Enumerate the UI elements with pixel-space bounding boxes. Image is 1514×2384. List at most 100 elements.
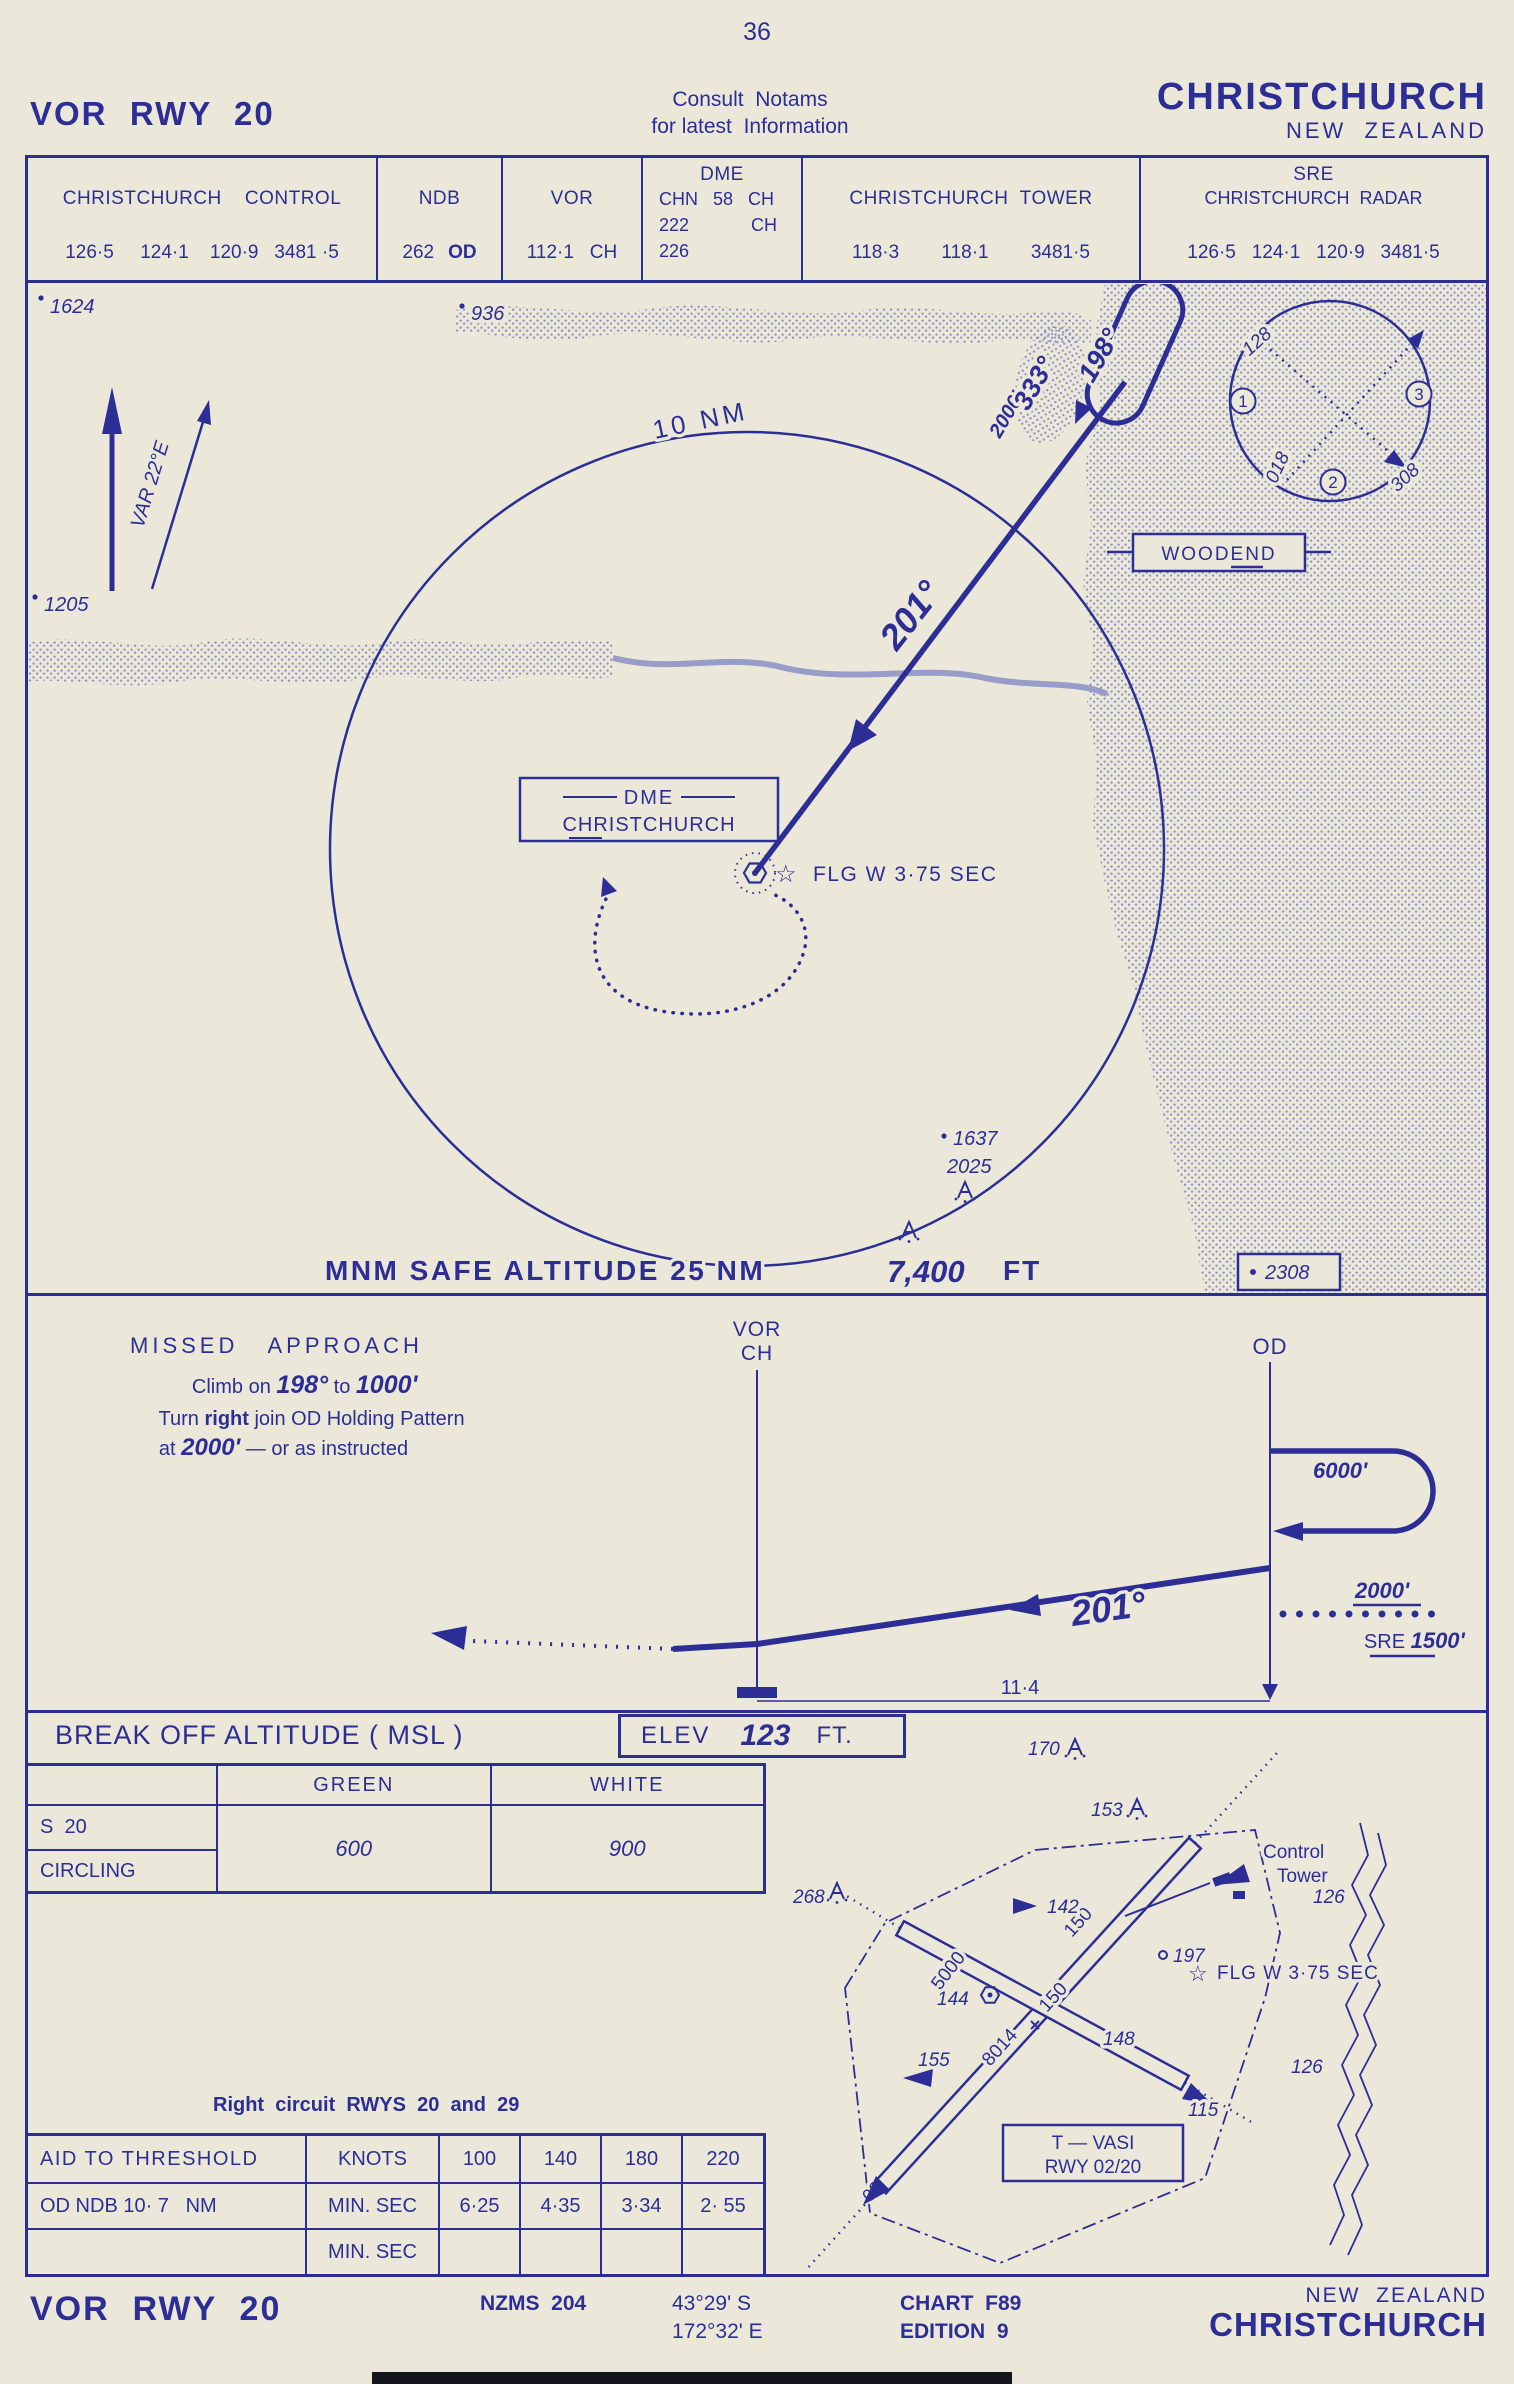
divider-plan-profile xyxy=(25,1293,1489,1296)
empty-cell xyxy=(681,2228,763,2274)
time-100: 6·25 xyxy=(438,2182,519,2228)
range-ring-label: 10 NM xyxy=(650,395,751,444)
msa-label: MNM SAFE ALTITUDE 25 NM xyxy=(325,1255,765,1286)
obstacle-mast-icon xyxy=(1063,1738,1087,1761)
tvasi-line1: T — VASI xyxy=(1052,2133,1135,2154)
breakoff-corner-cell xyxy=(28,1766,216,1804)
dme-row1: CHN 58 CH xyxy=(659,189,775,209)
missed-approach-title: MISSED APPROACH xyxy=(130,1333,423,1358)
height-197: 197 xyxy=(1173,1946,1206,1967)
holding-pattern xyxy=(1084,284,1186,426)
obstacle-mast-icon xyxy=(897,1221,921,1244)
woodend-label: WOODEND xyxy=(1107,532,1331,573)
obstacle-mast-icon xyxy=(825,1882,849,1905)
freq-dme-title: DME xyxy=(700,164,744,185)
control-tower-arrow xyxy=(1215,1864,1250,1885)
star-icon: ☆ xyxy=(1188,1961,1208,1986)
green-header: GREEN xyxy=(216,1766,490,1804)
aid-od-ndb: OD NDB 10· 7 NM xyxy=(28,2182,305,2228)
footer-chart-number: CHART F89 xyxy=(900,2292,1022,2315)
variation-arrow xyxy=(150,400,211,590)
freq-dme: DME CHN 58 CH 222 CH 226 xyxy=(641,158,801,280)
breakoff-title: BREAK OFF ALTITUDE ( MSL ) xyxy=(55,1720,464,1750)
empty-cell xyxy=(28,2228,305,2274)
missed-approach-line3: at 2000' — or as instructed xyxy=(120,1434,436,1461)
profile-2000-label: 2000' xyxy=(1354,1578,1410,1603)
speed-220: 220 xyxy=(681,2136,763,2182)
spot-2308: 2308 xyxy=(1264,1262,1310,1284)
empty-cell xyxy=(600,2228,681,2274)
scan-edge-artifact xyxy=(372,2372,1012,2384)
sector-number-3: 3 xyxy=(1414,385,1423,404)
footer-procedure: VOR RWY 20 xyxy=(30,2290,282,2328)
aid-header: AID TO THRESHOLD xyxy=(40,2147,259,2170)
freq-ndb-title: NDB xyxy=(418,188,461,209)
circuit-arrows xyxy=(863,1898,1213,2205)
height-268: 268 xyxy=(792,1887,825,1908)
segment-distance: 11·4 xyxy=(1001,1677,1040,1699)
holding-profile xyxy=(1270,1448,1436,1541)
height-144: 144 xyxy=(937,1989,969,2010)
woodend-text: WOODEND xyxy=(1161,544,1276,565)
dme-fix-label: DME CHRISTCHURCH xyxy=(518,776,780,843)
footer-latitude: 43°29' S xyxy=(672,2292,751,2315)
control-tower-line2: Tower xyxy=(1277,1866,1328,1887)
missed-approach-line1: Climb on 198° to 1000' xyxy=(153,1371,445,1399)
country-title: NEW ZEALAND xyxy=(1285,118,1487,143)
airport-diagram: 8014 150 150 5000 02 170 153 268 142 144… xyxy=(789,1736,1387,2272)
green-value: 600 xyxy=(216,1804,490,1891)
spot-elevations: 1624 936 1205 1637 2025 xyxy=(32,293,1002,1182)
freq-vor: VOR 112·1 CH xyxy=(501,158,641,280)
circuit-note: Right circuit RWYS 20 and 29 xyxy=(213,2094,520,2116)
min-sec-label: MIN. SEC xyxy=(305,2182,438,2228)
divider-freq-plan xyxy=(25,280,1489,283)
dme-row2: 222 CH xyxy=(659,212,777,238)
time-140: 4·35 xyxy=(519,2182,600,2228)
ndb-frequency: 262 xyxy=(402,242,435,263)
dme-arc xyxy=(593,877,808,1016)
speed-140: 140 xyxy=(519,2136,600,2182)
dme-box-line2: CHRISTCHURCH xyxy=(562,814,735,836)
freq-vor-title: VOR xyxy=(550,188,594,209)
ndb-ident: OD xyxy=(448,242,477,263)
height-155: 155 xyxy=(918,2050,950,2071)
footer-longitude: 172°32' E xyxy=(672,2320,763,2343)
footer-city: CHRISTCHURCH xyxy=(1209,2306,1487,2343)
star-icon: ☆ xyxy=(775,861,797,888)
sector-number-2: 2 xyxy=(1328,473,1337,492)
height-115: 115 xyxy=(1188,2100,1219,2121)
frequency-strip: CHRISTCHURCH CONTROL 126·5 124·1 120·9 3… xyxy=(28,158,1486,280)
height-153: 153 xyxy=(1091,1800,1123,1821)
city-title: CHRISTCHURCH xyxy=(1156,76,1487,118)
track-label: 201° xyxy=(870,573,949,658)
freq-control-title: CHRISTCHURCH CONTROL xyxy=(62,188,342,209)
elev-label: ELEV xyxy=(641,1722,711,1749)
notams-notice-line1: Consult Notams xyxy=(672,88,828,111)
fix-vor-label-line2: CH xyxy=(741,1342,773,1365)
approach-track xyxy=(752,284,1186,875)
knots-header: KNOTS xyxy=(305,2136,438,2182)
msa-unit: FT xyxy=(1003,1255,1041,1286)
dme-row2-ident: CH xyxy=(751,215,777,235)
control-tower-line1: Control xyxy=(1263,1842,1324,1863)
profile-track-label: 201° xyxy=(1067,1583,1148,1634)
boxed-elevation: 2308 xyxy=(1236,1252,1342,1292)
divider-profile-tables xyxy=(25,1710,1489,1713)
empty-cell xyxy=(438,2228,519,2274)
time-180: 3·34 xyxy=(600,2182,681,2228)
runway-11-29 xyxy=(894,1919,1191,2092)
sre-minimum-label: SRE 1500' xyxy=(1325,1628,1489,1653)
white-value: 900 xyxy=(489,1804,763,1891)
freq-sre-title: SRE xyxy=(1293,164,1334,185)
notams-notice: Consult Notams for latest Information xyxy=(590,86,910,140)
white-header: WHITE xyxy=(489,1766,764,1804)
footer-coordinates: 43°29' S 172°32' E xyxy=(672,2290,763,2346)
holding-top-altitude: 6000' xyxy=(1313,1458,1368,1483)
msa-value: 7,400 xyxy=(887,1254,965,1289)
elev-unit: FT. xyxy=(816,1722,853,1749)
min-sec-label-2: MIN. SEC xyxy=(305,2228,438,2274)
spot-2025: 2025 xyxy=(946,1156,992,1178)
freq-vor-values: 112·1 CH xyxy=(526,242,618,263)
aid-table: AID TO THRESHOLD KNOTS 100 140 180 220 O… xyxy=(25,2133,766,2277)
fix-vor-label-line1: VOR xyxy=(733,1318,782,1341)
